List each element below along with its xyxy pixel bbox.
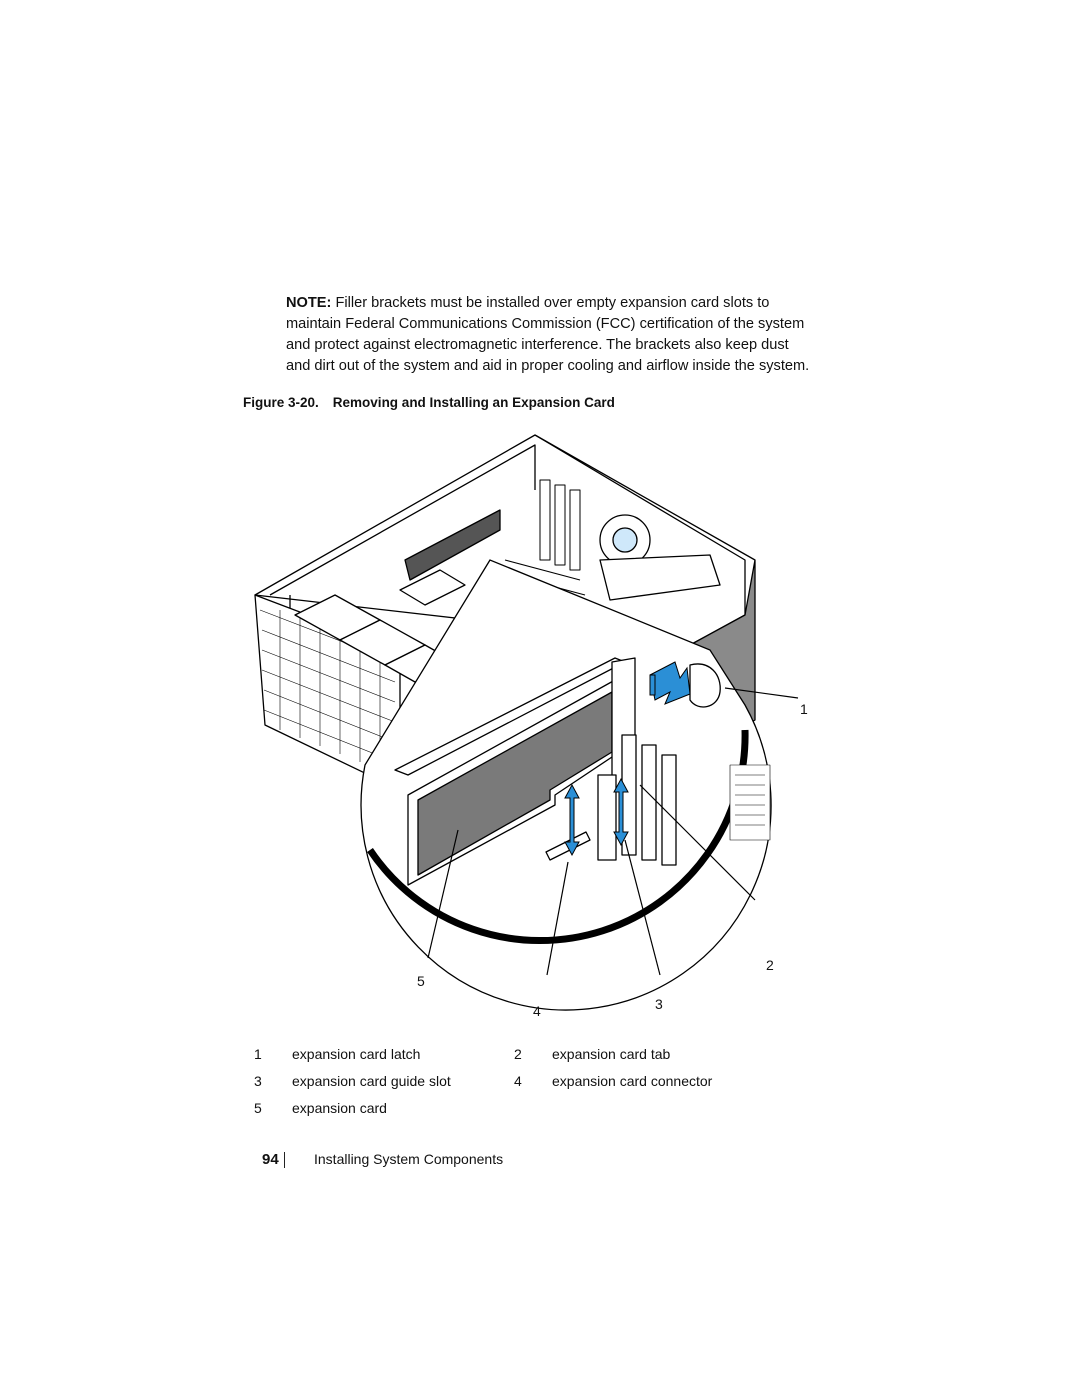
blue-arrows	[564, 661, 691, 857]
legend-number: 3	[254, 1072, 262, 1089]
figure-title: Removing and Installing an Expansion Car…	[332, 395, 615, 410]
legend-label: expansion card latch	[292, 1045, 421, 1062]
legend-label: expansion card tab	[552, 1045, 671, 1062]
legend-item: 2 expansion card tab	[510, 1046, 770, 1062]
legend-item: 5 expansion card	[250, 1100, 532, 1116]
figure-number: 3-20.	[288, 395, 319, 410]
legend-row: 5 expansion card	[250, 1094, 770, 1121]
note-paragraph: NOTE: Filler brackets must be installed …	[286, 293, 816, 377]
figure-prefix: Figure	[243, 395, 289, 410]
legend-item: 3 expansion card guide slot	[250, 1073, 510, 1089]
callout-3: 3	[655, 996, 663, 1012]
legend-number: 1	[254, 1045, 262, 1062]
legend-row: 3 expansion card guide slot 4 expansion …	[250, 1067, 770, 1094]
footer-separator	[284, 1152, 285, 1168]
page-number: 94	[262, 1151, 279, 1168]
legend-item: 4 expansion card connector	[510, 1073, 770, 1089]
legend-label: expansion card guide slot	[292, 1072, 451, 1089]
legend-number: 5	[254, 1099, 262, 1116]
expansion-card-illustration: 1 2 3 4 5	[254, 434, 808, 1019]
figure-caption: Figure 3-20. Removing and Installing an E…	[243, 395, 615, 410]
legend-item: 1 expansion card latch	[250, 1046, 510, 1062]
callout-2: 2	[766, 957, 774, 973]
legend-number: 2	[514, 1045, 522, 1062]
note-text: Filler brackets must be installed over e…	[286, 295, 810, 374]
figure-legend: 1 expansion card latch 2 expansion card …	[250, 1040, 770, 1121]
note-label: NOTE:	[286, 295, 332, 311]
legend-row: 1 expansion card latch 2 expansion card …	[250, 1040, 770, 1067]
callout-1: 1	[800, 701, 808, 717]
callout-5: 5	[417, 973, 425, 989]
legend-label: expansion card connector	[552, 1072, 713, 1089]
legend-number: 4	[514, 1072, 522, 1089]
callout-4: 4	[533, 1003, 541, 1019]
section-name: Installing System Components	[314, 1151, 504, 1167]
legend-label: expansion card	[292, 1099, 387, 1116]
